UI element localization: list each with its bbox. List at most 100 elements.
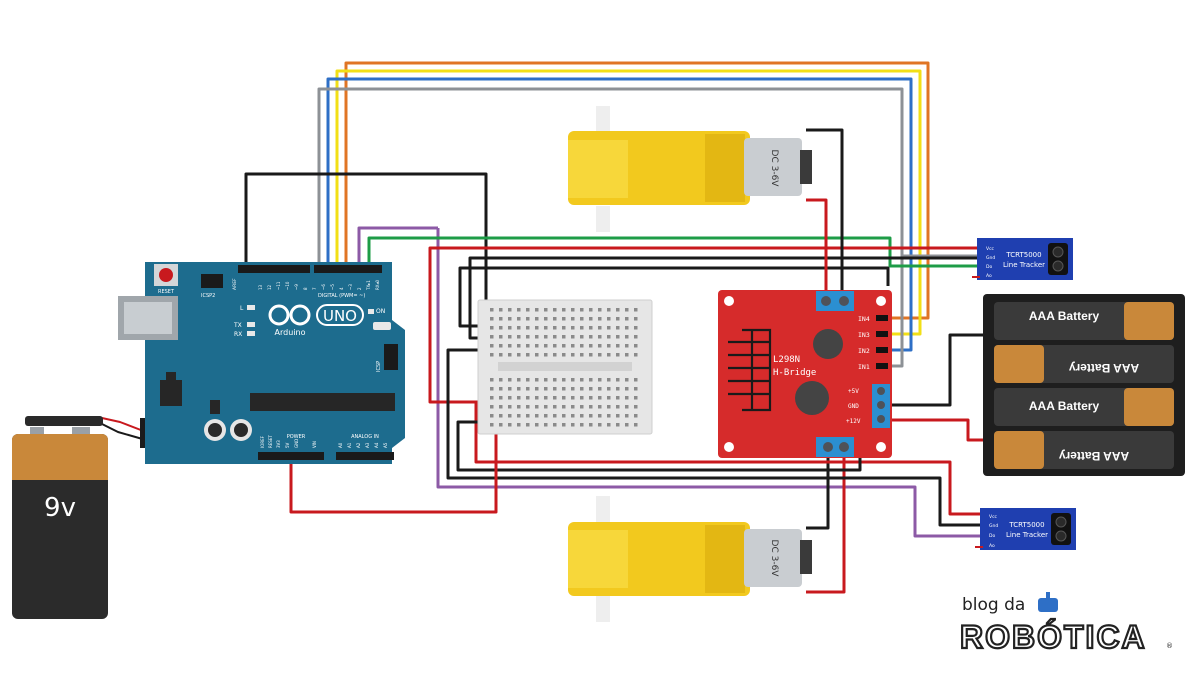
breadboard-hole <box>625 308 629 312</box>
breadboard-hole <box>616 414 620 418</box>
breadboard-hole <box>517 414 521 418</box>
breadboard-hole <box>616 344 620 348</box>
breadboard-hole <box>598 344 602 348</box>
breadboard-hole <box>562 308 566 312</box>
sensor1-pin-vcc: Vcc <box>986 246 995 252</box>
breadboard-hole <box>517 405 521 409</box>
logo-registered: ® <box>1166 642 1173 650</box>
breadboard-hole <box>589 396 593 400</box>
motor-bottom-label: DC 3-6V <box>769 540 779 578</box>
breadboard-hole <box>499 396 503 400</box>
breadboard-hole <box>508 308 512 312</box>
breadboard-hole <box>625 326 629 330</box>
breadboard-hole <box>526 423 530 427</box>
breadboard-hole <box>571 344 575 348</box>
breadboard-hole <box>598 308 602 312</box>
reset-label: RESET <box>158 289 175 295</box>
breadboard-hole <box>544 378 548 382</box>
breadboard-hole <box>589 308 593 312</box>
a3-label: A3 <box>365 442 370 448</box>
wire-purple-top <box>357 226 438 268</box>
breadboard-hole <box>625 335 629 339</box>
breadboard-hole <box>508 405 512 409</box>
breadboard-hole <box>562 423 566 427</box>
wire-orange <box>344 61 930 320</box>
sensor2-pin-do: Do <box>989 533 995 539</box>
breadboard-hole <box>544 317 548 321</box>
breadboard-hole <box>490 423 494 427</box>
breadboard-hole <box>616 335 620 339</box>
breadboard-hole <box>535 414 539 418</box>
breadboard-hole <box>607 414 611 418</box>
hbridge-module: L298N H-Bridge IN4 IN3 IN2 IN1 +5V GND +… <box>718 290 892 458</box>
breadboard-hole <box>625 387 629 391</box>
breadboard-hole <box>589 326 593 330</box>
breadboard-hole <box>535 326 539 330</box>
breadboard-hole <box>535 378 539 382</box>
breadboard-hole <box>544 326 548 330</box>
breadboard-hole <box>499 344 503 348</box>
breadboard-hole <box>562 378 566 382</box>
plus12v-label: +12V <box>846 418 861 425</box>
wire-9v-red <box>101 417 147 433</box>
breadboard-hole <box>490 335 494 339</box>
breadboard-hole <box>553 353 557 357</box>
in3-label: IN3 <box>858 331 870 339</box>
a5-label: A5 <box>383 442 388 448</box>
breadboard-hole <box>634 335 638 339</box>
breadboard-hole <box>607 335 611 339</box>
in1-label: IN1 <box>858 363 870 371</box>
breadboard-hole <box>616 396 620 400</box>
breadboard-hole <box>517 335 521 339</box>
icsp-header <box>384 344 398 370</box>
wire-9v-black <box>101 423 147 441</box>
breadboard-hole <box>535 308 539 312</box>
sensor2-pin-vcc: Vcc <box>989 514 998 520</box>
breadboard-hole <box>553 378 557 382</box>
v33-label: 3V3 <box>276 440 281 448</box>
digital-pin-label: RX◂0 <box>375 279 380 290</box>
breadboard-hole <box>526 335 530 339</box>
wire-motor1-black <box>806 128 844 300</box>
breadboard-hole <box>589 344 593 348</box>
icsp2-header <box>201 274 223 288</box>
a1-label: A1 <box>347 442 352 448</box>
breadboard-hole <box>517 378 521 382</box>
breadboard-hole <box>508 344 512 348</box>
breadboard-hole <box>634 326 638 330</box>
wire-black-bottom2 <box>456 420 862 472</box>
breadboard-hole <box>535 335 539 339</box>
vin-label: VIN <box>312 441 317 448</box>
analog-label: ANALOG IN <box>351 434 379 440</box>
rx-label: RX <box>234 331 242 338</box>
capacitor-a <box>813 329 843 359</box>
breadboard-hole <box>526 353 530 357</box>
breadboard-hole <box>580 396 584 400</box>
breadboard-hole <box>508 335 512 339</box>
motor-b-terminal <box>816 437 854 457</box>
breadboard-hole <box>517 423 521 427</box>
breadboard-hole <box>598 335 602 339</box>
main-chip <box>250 393 395 411</box>
breadboard-hole <box>490 317 494 321</box>
breadboard-hole <box>571 353 575 357</box>
breadboard-hole <box>544 308 548 312</box>
sensor2-pin-gnd: Gnd <box>989 523 998 529</box>
wire-black-bottom <box>446 348 983 527</box>
digital-pin-label: 12 <box>267 284 272 290</box>
breadboard-hole <box>634 353 638 357</box>
icsp-label: ICSP <box>376 361 382 372</box>
breadboard-hole <box>553 396 557 400</box>
breadboard-hole <box>589 414 593 418</box>
digital-pin-label: ~5 <box>330 284 335 290</box>
breadboard <box>477 299 653 435</box>
wire-black-gnd <box>244 172 488 312</box>
breadboard-hole <box>616 326 620 330</box>
breadboard-hole <box>490 405 494 409</box>
digital-label: DIGITAL (PWM= ~) <box>318 293 365 299</box>
aaa-battery-pack: AAA Battery AAA Battery AAA Battery AAA … <box>983 294 1185 476</box>
breadboard-hole <box>535 317 539 321</box>
aref-label: AREF <box>232 278 238 290</box>
sensor1-subtitle: Line Tracker <box>1003 261 1045 269</box>
breadboard-hole <box>607 353 611 357</box>
